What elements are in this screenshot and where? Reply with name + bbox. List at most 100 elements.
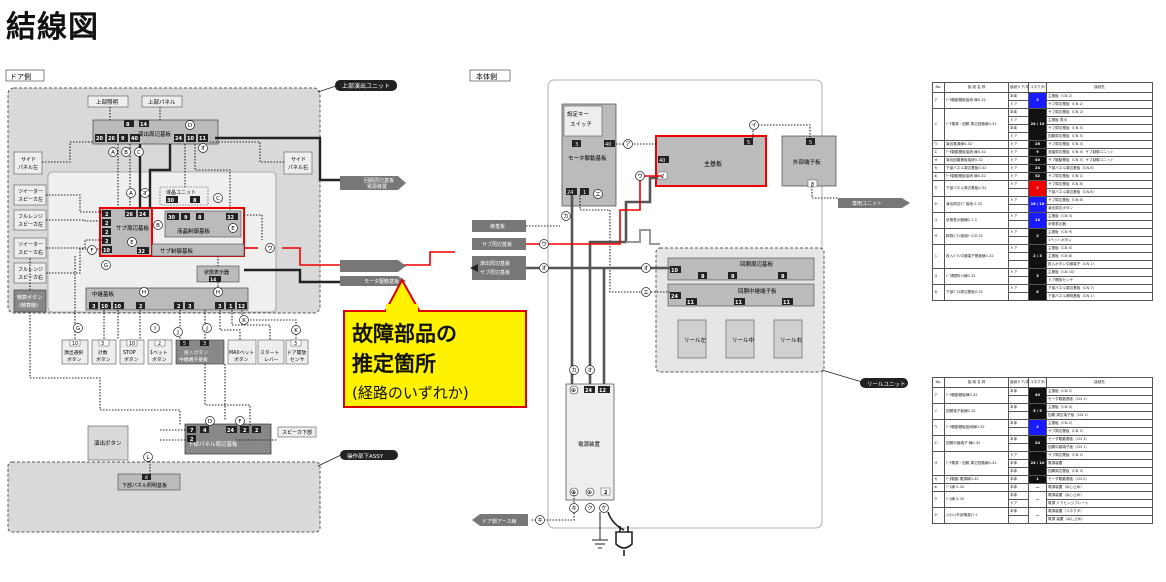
table-cell-side: ドア: [1008, 499, 1029, 508]
table-header: No.: [932, 377, 945, 388]
svg-text:11: 11: [783, 300, 790, 306]
sub-control-label: サブ制御基板: [160, 247, 194, 255]
table-cell-side: ドア: [1008, 164, 1029, 173]
table-cell-side: 本体: [1008, 435, 1029, 444]
connection-table-body: No.接 続 名 称接続ドア/本体コネクタ/ピン数接続先アﾓｰﾀ駆動基板線0-3…: [932, 377, 1153, 524]
svg-text:2: 2: [158, 341, 161, 347]
table-cell-dest: 電源 装置（ねじ止め）: [1046, 515, 1153, 524]
table-cell-side: [1008, 276, 1029, 285]
table-cell-name: 演出周辺ｻﾌﾞ接続 0-32: [944, 196, 1009, 213]
svg-text:32: 32: [138, 249, 145, 255]
svg-text:E: E: [231, 226, 235, 232]
table-cell-side: [1008, 427, 1029, 436]
svg-text:2: 2: [105, 230, 109, 236]
table-cell-dest: 下部パネル周辺基板（CN 7）: [1046, 284, 1153, 293]
table-cell-name: ﾓｰﾀ駆動基板接続 線0-32: [944, 172, 1009, 181]
operation-assy-tag: [340, 450, 398, 460]
svg-text:12: 12: [238, 304, 245, 310]
table-cell-dest: モータ駆動基板（CN 2）: [1046, 475, 1153, 484]
svg-text:40: 40: [659, 158, 665, 164]
table-cell-dest: 下部パネル周辺基板（CN 8）: [1046, 188, 1153, 197]
table-cell-dest: 下部パネル照明基板（CN 1）: [1046, 292, 1153, 301]
side-panel-right: [283, 151, 313, 175]
table-cell-no: ク: [932, 180, 945, 197]
stop-button-l1: STOP: [123, 350, 136, 356]
side-panel-left-l2: パネル左: [18, 164, 38, 171]
table-cell-side: ドア: [1008, 212, 1029, 221]
svg-text:8: 8: [701, 274, 705, 280]
svg-text:D: D: [188, 123, 192, 129]
svg-text:C: C: [137, 150, 141, 156]
svg-text:2: 2: [661, 174, 664, 180]
table-cell-side: ドア: [1008, 132, 1029, 141]
svg-text:14: 14: [210, 277, 216, 283]
effect-select-l2: ボタン: [67, 356, 82, 363]
effect-button: [87, 425, 129, 461]
table-cell-side: ドア: [1008, 284, 1029, 293]
table-cell-side: 本体: [1008, 387, 1029, 396]
table-cell-dest: サブ周辺基板（CN 8）: [1046, 180, 1153, 189]
table-cell-name: ﾄﾞｱ開閉ｾﾝｻ線0-32: [944, 268, 1009, 285]
svg-text:24: 24: [227, 428, 234, 434]
tag-power-device: 電源装置: [367, 183, 387, 190]
svg-text:3: 3: [101, 341, 104, 347]
door-side-label: ドア側: [10, 72, 31, 81]
bet1-button-l1: 1ベット: [150, 350, 168, 356]
table-cell-dest: 回胴周辺基板（CN 3）: [1046, 467, 1153, 476]
reel-center-label: リール中: [732, 336, 754, 344]
svg-text:26: 26: [108, 136, 115, 142]
svg-text:G: G: [104, 263, 108, 269]
svg-text:2: 2: [105, 221, 109, 227]
door-ground-label: ドア側アース線: [482, 518, 516, 525]
start-lever-l2: レバー: [264, 357, 279, 363]
upper-panel: [141, 95, 183, 108]
table-cell-side: 本体: [1008, 459, 1029, 468]
table-cell-side: 本体: [1008, 124, 1029, 133]
table-cell-side: ドア: [1008, 268, 1029, 277]
table-cell-dest: 主基板（CN 5）: [1046, 244, 1153, 253]
settle-button-l2: (精算機): [19, 302, 38, 309]
table-cell-dest: 演出周辺ボタン: [1046, 204, 1153, 213]
upper-light-label: 上部照明: [96, 98, 119, 106]
svg-text:イ: イ: [751, 123, 757, 129]
svg-text:10: 10: [671, 268, 678, 274]
svg-text:F: F: [90, 248, 93, 254]
table-cell-name: ﾓｰﾀ駆動基板接続線0-32: [944, 419, 1009, 436]
svg-text:20: 20: [96, 136, 103, 142]
svg-text:C: C: [216, 196, 220, 202]
table-cell-dest: 回胴 周辺端子板（CN 1）: [1046, 411, 1153, 420]
table-cell-side: 本体: [1008, 403, 1029, 412]
table-cell-connector: 3: [1028, 92, 1047, 109]
table-cell-name: 回胴中継端子 線0-32: [944, 435, 1009, 452]
table-cell-connector: 24: [1028, 435, 1047, 452]
tag-sub-periph-2: サブ周辺基板: [480, 269, 510, 276]
svg-text:I: I: [154, 326, 156, 332]
table-cell-connector: 2 / 3: [1028, 244, 1047, 269]
table-cell-no: ア: [932, 387, 945, 404]
relay-term-l1: 投入ボタン: [184, 349, 208, 356]
fullrange-left-l1: フルレンジ: [18, 214, 43, 220]
settle-button-l1: 精算ボタン: [17, 294, 42, 301]
table-cell-side: [1008, 252, 1029, 261]
svg-text:3: 3: [218, 304, 222, 310]
svg-text:E: E: [130, 240, 134, 246]
svg-text:40: 40: [131, 136, 138, 142]
table-cell-connector: 32: [1028, 172, 1047, 181]
setting-key-l2: スイッチ: [570, 121, 592, 128]
table-cell-side: [1008, 443, 1029, 452]
table-cell-no: キ: [932, 172, 945, 181]
table-cell-connector: 24 / 10: [1028, 451, 1047, 476]
callout-line3: (経路のいずれか): [352, 384, 469, 402]
svg-text:D: D: [208, 419, 212, 425]
svg-text:24: 24: [139, 212, 146, 218]
table-cell-dest: 主基板 表示: [1046, 116, 1153, 125]
svg-text:⊕: ⊕: [571, 387, 576, 394]
table-cell-no: ア: [932, 92, 945, 109]
svg-text:H: H: [142, 290, 146, 296]
svg-text:40: 40: [605, 142, 611, 148]
